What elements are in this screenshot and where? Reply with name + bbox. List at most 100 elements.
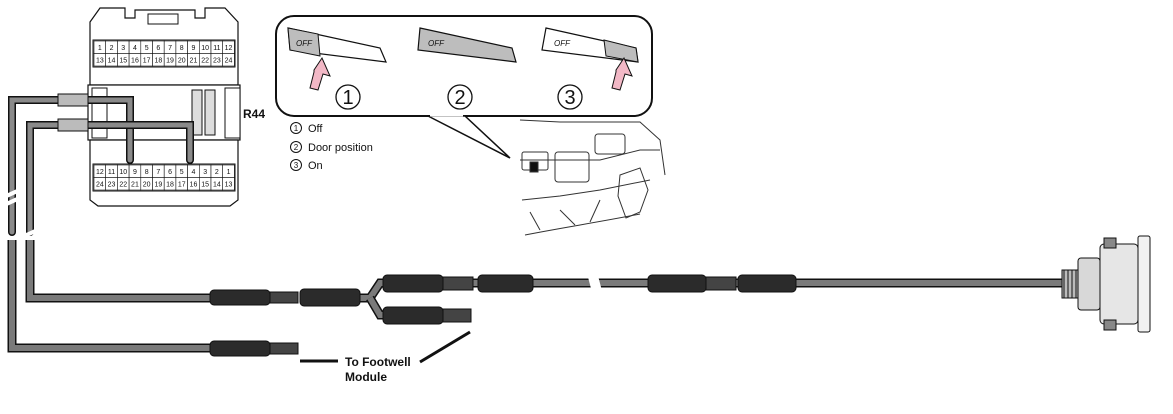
switch-legend: 1 Off 2 Door position 3 On (290, 122, 373, 172)
bottom-pin-label: 3 (203, 169, 207, 176)
pin-cell (222, 53, 235, 67)
bottom-pin-label: 1 (227, 169, 231, 176)
bottom-pin-label: 21 (131, 181, 139, 188)
top-pin-label: 21 (190, 57, 198, 64)
bottom-pin-label: 15 (201, 181, 209, 188)
step-number-2: 2 (454, 87, 465, 109)
connector-wire-slot (191, 89, 203, 136)
dashboard-sketch (519, 119, 666, 236)
bottom-pin-label: 13 (225, 181, 233, 188)
top-pin-label: 6 (156, 45, 160, 52)
step-circle (447, 84, 473, 110)
legend-number: 2 (294, 143, 299, 152)
legend-item-off: Off (308, 123, 323, 135)
connector-wire-slot (204, 89, 216, 136)
bottom-pin-label: 6 (168, 169, 172, 176)
top-pin-label: 1 (98, 45, 102, 52)
bottom-pin-label: 5 (180, 169, 184, 176)
top-pin-label: 22 (201, 57, 209, 64)
top-pin-label: 2 (110, 45, 114, 52)
bottom-pin-label: 4 (191, 169, 195, 176)
bottom-pin-label: 14 (213, 181, 221, 188)
press-arrow (611, 56, 633, 91)
connector-latch (147, 13, 179, 25)
bottom-pin-label: 7 (156, 169, 160, 176)
top-pin-label: 13 (96, 57, 104, 64)
bottom-pin-label: 24 (96, 181, 104, 188)
switch-off-text: OFF (554, 39, 571, 48)
connector-side-tab (91, 87, 108, 139)
switch-position-3: OFF (541, 27, 639, 91)
switch-off-text: OFF (296, 39, 313, 48)
top-pin-label: 19 (166, 57, 174, 64)
bottom-pin-label: 2 (215, 169, 219, 176)
harness-plug-footwell (209, 340, 299, 357)
top-pin-label: 16 (131, 57, 139, 64)
press-arrow (309, 56, 331, 91)
pin-cell (222, 177, 235, 191)
bottom-pin-label: 12 (96, 169, 104, 176)
bottom-pin-label: 17 (178, 181, 186, 188)
top-pin-label: 14 (108, 57, 116, 64)
footwell-callout: To Footwell Module (300, 330, 471, 384)
step-circle (557, 84, 583, 110)
wire-break-mark (1, 186, 43, 248)
top-pin-label: 15 (119, 57, 127, 64)
harness-plug-sensor (737, 274, 797, 293)
bottom-pin-label: 11 (108, 169, 115, 176)
top-pin-label: 24 (225, 57, 233, 64)
wiring-harness (7, 240, 1070, 353)
top-pin-label: 7 (168, 45, 172, 52)
switch-position-2: OFF (417, 27, 517, 63)
top-pin-label: 8 (180, 45, 184, 52)
top-pin-label: 3 (121, 45, 125, 52)
legend-number: 1 (294, 124, 299, 133)
top-pin-label: 9 (191, 45, 195, 52)
top-pin-label: 4 (133, 45, 137, 52)
bottom-pin-label: 19 (154, 181, 162, 188)
top-pin-label: 11 (213, 45, 220, 52)
top-pin-label: 23 (213, 57, 221, 64)
top-pin-label: 12 (225, 45, 233, 52)
bottom-pin-label: 8 (145, 169, 149, 176)
legend-number: 3 (294, 161, 299, 170)
legend-item-on: On (308, 160, 323, 172)
bottom-pin-label: 9 (133, 169, 137, 176)
switch-position-1: OFF (287, 27, 387, 91)
connector-wires (8, 93, 194, 236)
top-pin-label: 20 (178, 57, 186, 64)
callout-line-1: To Footwell (345, 355, 411, 369)
bottom-pin-label: 20 (143, 181, 151, 188)
harness-plug-extension (647, 274, 737, 293)
bottom-pin-label: 10 (119, 169, 127, 176)
bottom-pin-label: 23 (108, 181, 116, 188)
connector-label: R44 (243, 107, 265, 121)
connector-side-tab (224, 87, 241, 139)
harness-plug-splitter-in (299, 288, 361, 307)
bottom-pin-label: 22 (119, 181, 127, 188)
step-circle (335, 84, 361, 110)
bottom-pin-label: 16 (190, 181, 198, 188)
harness-plug-branch-upper (382, 274, 474, 293)
door-sensor-switch (1061, 235, 1151, 333)
harness-plug-branch-lower (382, 306, 472, 325)
bottom-pin-label: 18 (166, 181, 174, 188)
callout-line-2: Module (345, 370, 387, 384)
step-number-1: 1 (342, 87, 353, 109)
harness-plug-r44 (209, 289, 299, 306)
top-pin-label: 17 (143, 57, 151, 64)
top-pin-label: 18 (154, 57, 162, 64)
harness-plug-mid (477, 274, 534, 293)
legend-item-door-position: Door position (308, 142, 373, 154)
top-pin-label: 5 (145, 45, 149, 52)
wire-break-mark (586, 269, 604, 299)
top-pin-label: 10 (201, 45, 209, 52)
step-number-3: 3 (564, 87, 575, 109)
connector-body (87, 84, 241, 141)
switch-off-text: OFF (428, 39, 445, 48)
switch-callout-panel: OFF OFF OFF 1 2 3 (275, 15, 653, 159)
